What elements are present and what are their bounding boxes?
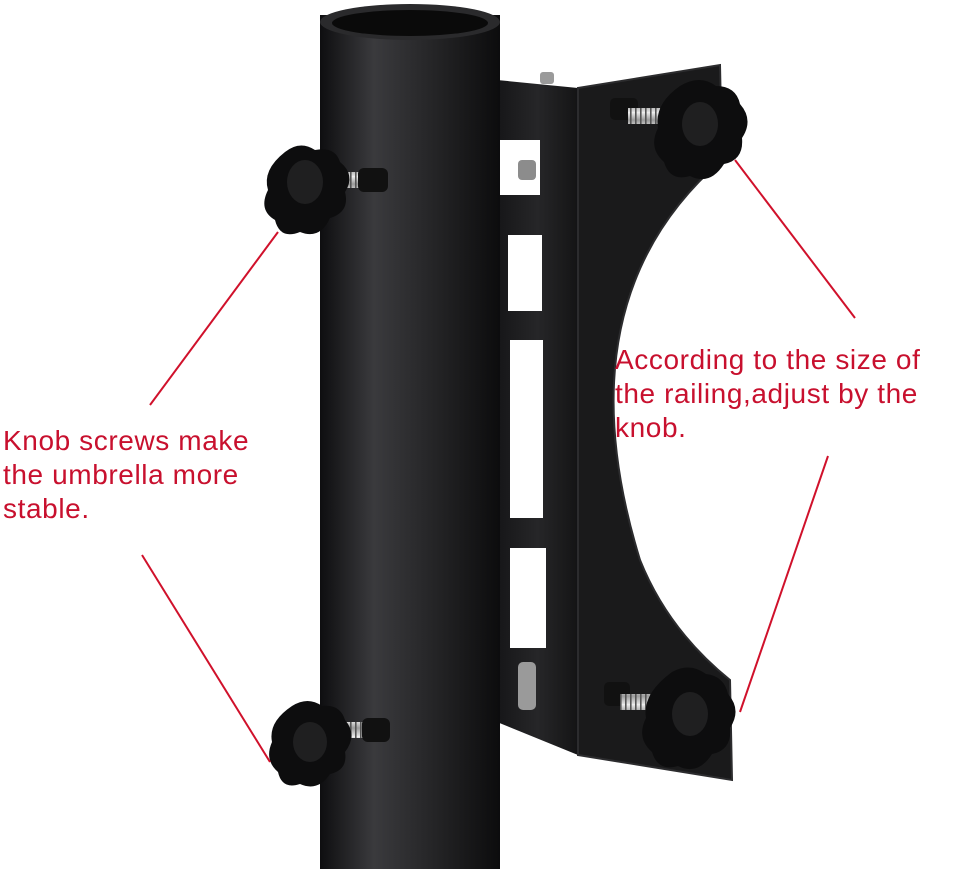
callout-left-line: stable.	[3, 493, 90, 524]
callout-right-line: the railing,adjust by the	[615, 378, 918, 409]
annotation-lines	[141, 159, 856, 763]
railing-bracket	[497, 63, 734, 782]
callout-left-line: Knob screws make	[3, 425, 250, 456]
star-knob-icon	[604, 667, 736, 770]
pointer-line-right-bottom	[739, 455, 829, 713]
callout-knob-stability: Knob screws make the umbrella more stabl…	[3, 424, 249, 526]
pointer-line-left-bottom	[141, 554, 271, 763]
callout-right-line: According to the size of	[615, 344, 921, 375]
star-knob-icon	[269, 701, 390, 787]
callout-right-line: knob.	[615, 412, 687, 443]
pointer-line-right-top	[734, 159, 856, 319]
pointer-line-left-top	[149, 231, 279, 406]
callout-railing-adjust: According to the size of the railing,adj…	[615, 343, 920, 445]
star-knob-icon	[610, 80, 748, 180]
star-knob-icon	[264, 145, 388, 235]
callout-left-line: the umbrella more	[3, 459, 239, 490]
